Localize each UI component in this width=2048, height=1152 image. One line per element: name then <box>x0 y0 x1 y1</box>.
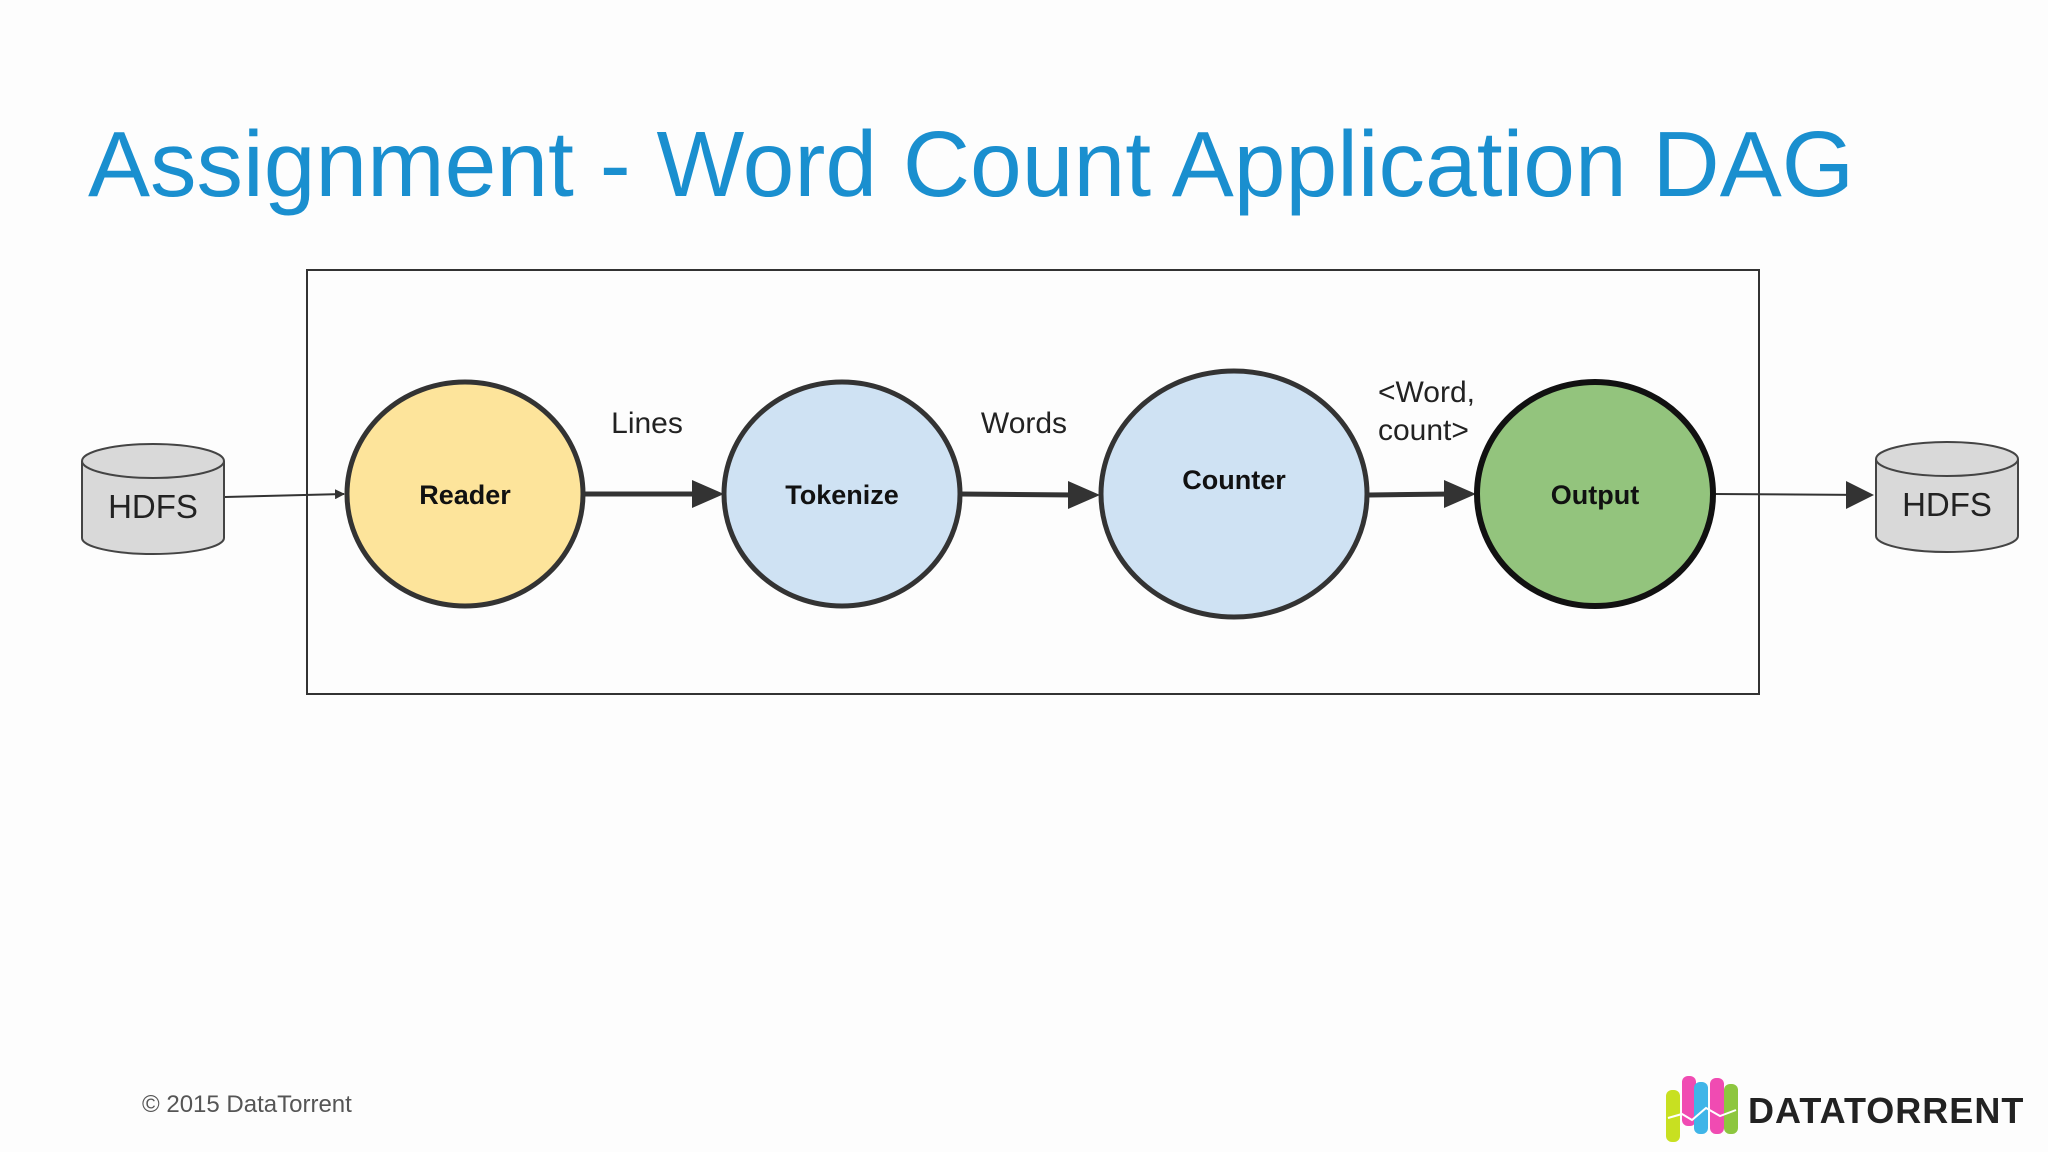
edge-reader-tokenize-head <box>692 480 724 508</box>
hdfs-input-label: HDFS <box>108 488 198 525</box>
edge-counter-output-head <box>1444 480 1476 508</box>
edge-label-word-count: <Word, count> <box>1378 376 1483 447</box>
operator-output: Output <box>1474 379 1716 609</box>
hdfs-cylinder-icon <box>1875 459 2019 553</box>
operator-reader-label: Reader <box>419 480 511 510</box>
hdfs-cylinder-icon <box>81 461 225 555</box>
edge-output-hdfs <box>1713 493 1871 496</box>
operator-reader: Reader <box>344 379 586 609</box>
edge-label-word-count-line1: <Word, <box>1378 376 1475 409</box>
hdfs-output-label: HDFS <box>1902 486 1992 523</box>
operator-counter: Counter <box>1098 368 1370 620</box>
operator-tokenize-label: Tokenize <box>785 480 899 510</box>
datatorrent-logo-icon <box>1666 1076 1738 1142</box>
edge-counter-output <box>1368 491 1453 498</box>
edge-output-hdfs-head <box>1846 481 1874 509</box>
datatorrent-wordmark: DATATORRENT <box>1748 1090 2024 1132</box>
footer-copyright: © 2015 DataTorrent <box>142 1091 352 1118</box>
edge-hdfs-reader <box>224 489 345 500</box>
operator-tokenize: Tokenize <box>721 379 963 609</box>
edge-label-words: Words <box>981 407 1067 440</box>
edge-tokenize-counter-head <box>1068 481 1100 509</box>
hdfs-input-cylinder: HDFS <box>81 443 225 555</box>
operator-output-label: Output <box>1551 480 1639 510</box>
slide-title: Assignment - Word Count Application DAG <box>88 112 1855 216</box>
application-boundary <box>306 269 1760 695</box>
edge-label-lines: Lines <box>611 407 683 440</box>
edge-label-word-count-line2: count> <box>1378 414 1469 447</box>
hdfs-output-cylinder: HDFS <box>1875 441 2019 553</box>
operator-counter-label: Counter <box>1182 465 1286 495</box>
edge-tokenize-counter <box>959 491 1077 498</box>
datatorrent-wordmark-text: DATATORRENT <box>1748 1090 2025 1131</box>
